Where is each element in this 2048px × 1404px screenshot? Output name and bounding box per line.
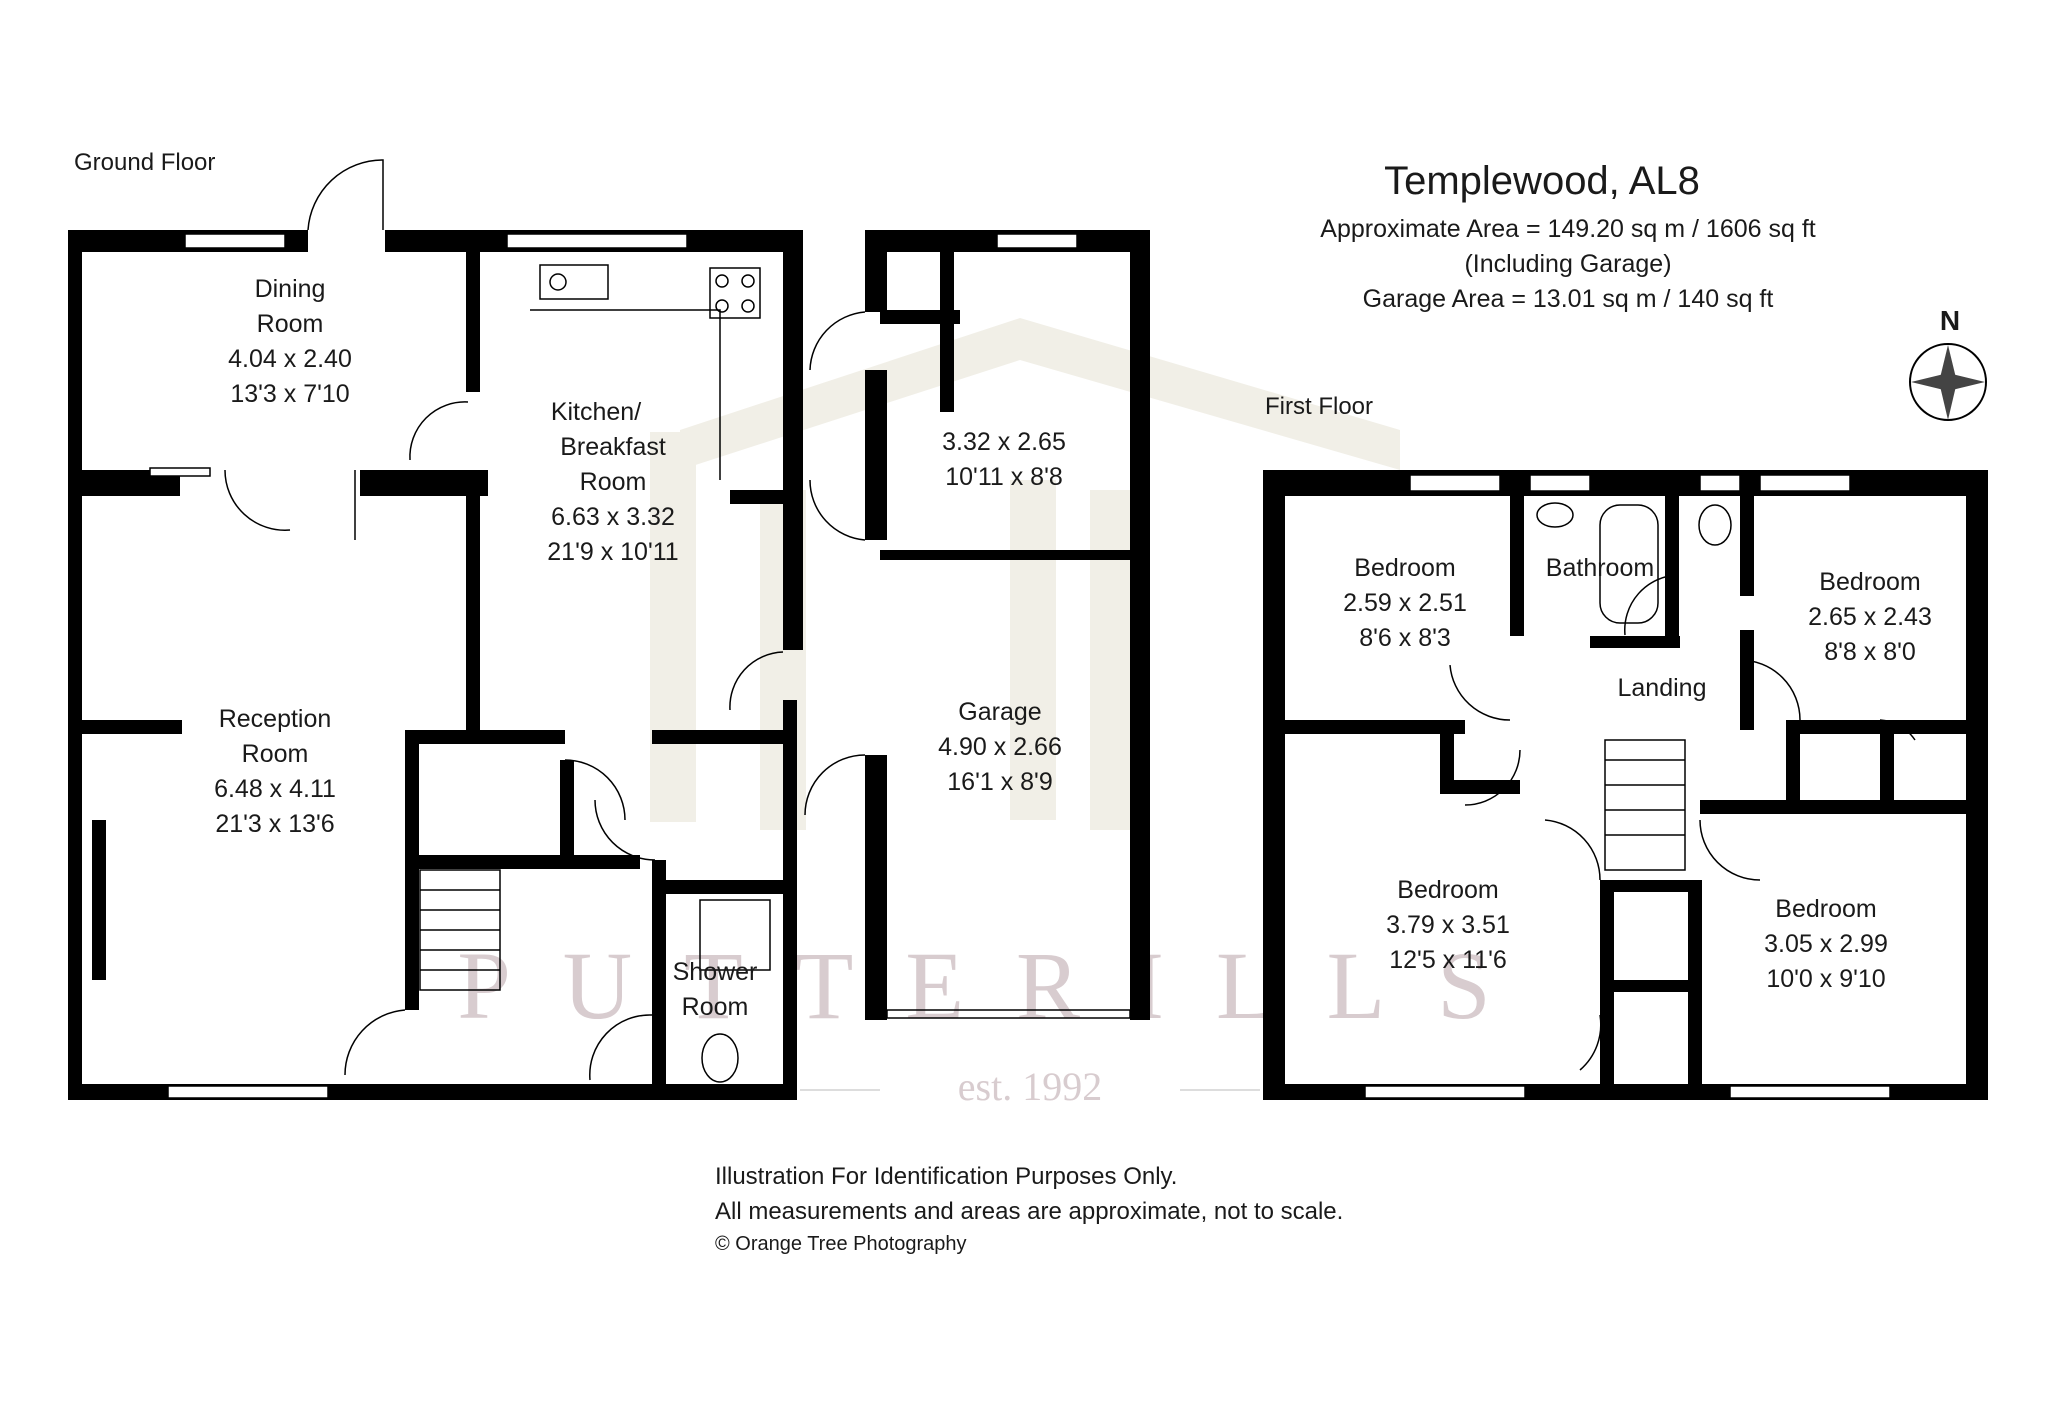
room-garage: Garage 4.90 x 2.66 16'1 x 8'9 <box>938 698 1062 796</box>
room-name: Shower <box>673 958 758 986</box>
garage-area: Garage Area = 13.01 sq m / 140 sq ft <box>1363 285 1774 313</box>
watermark-est: est. 1992 <box>958 1064 1102 1109</box>
room-name: Dining <box>255 275 326 303</box>
room-size-metric: 2.59 x 2.51 <box>1343 589 1467 617</box>
room-reception: Reception Room 6.48 x 4.11 21'3 x 13'6 <box>214 705 336 838</box>
room-size-imperial: 21'9 x 10'11 <box>547 538 678 566</box>
room-name: Breakfast <box>560 433 666 461</box>
toilet-icon <box>701 1033 739 1083</box>
room-bedroom-ne: Bedroom 2.65 x 2.43 8'8 x 8'0 <box>1808 568 1932 666</box>
room-size-imperial: 21'3 x 13'6 <box>215 810 334 838</box>
room-name: Bedroom <box>1775 895 1876 923</box>
room-name: Kitchen/ <box>551 398 641 426</box>
room-kitchen: Kitchen/ Breakfast Room 6.63 x 3.32 21'9… <box>547 398 678 566</box>
toilet-icon <box>1698 504 1732 546</box>
room-name: Room <box>242 740 309 768</box>
first-floor-label: First Floor <box>1265 393 1373 420</box>
room-landing: Landing <box>1618 674 1707 702</box>
approximate-area: Approximate Area = 149.20 sq m / 1606 sq… <box>1320 215 1815 243</box>
sink-icon <box>539 264 609 300</box>
room-name: Landing <box>1618 674 1707 702</box>
room-size-metric: 2.65 x 2.43 <box>1808 603 1932 631</box>
first-floor-stairwell <box>1604 739 1686 871</box>
room-name: Room <box>580 468 647 496</box>
room-size-metric: 6.48 x 4.11 <box>214 775 336 803</box>
room-bathroom: Bathroom <box>1546 554 1654 582</box>
room-name: Bathroom <box>1546 554 1654 582</box>
room-name: Room <box>257 310 324 338</box>
watermark-brand: PUTTERILLS <box>457 932 1542 1039</box>
room-size-imperial: 10'0 x 9'10 <box>1766 965 1885 993</box>
hob-icon <box>709 267 761 319</box>
room-size-metric: 3.32 x 2.65 <box>942 428 1066 456</box>
bathtub-icon <box>1599 504 1659 624</box>
staircase <box>419 869 501 991</box>
disclaimer-line-2: All measurements and areas are approxima… <box>715 1198 1343 1225</box>
room-bedroom-nw: Bedroom 2.59 x 2.51 8'6 x 8'3 <box>1343 554 1467 652</box>
room-bedroom-sw: Bedroom 3.79 x 3.51 12'5 x 11'6 <box>1386 876 1510 974</box>
room-size-imperial: 13'3 x 7'10 <box>230 380 349 408</box>
shower-tray-icon <box>699 899 771 971</box>
room-name: Bedroom <box>1819 568 1920 596</box>
room-name: Bedroom <box>1354 554 1455 582</box>
room-bedroom-se: Bedroom 3.05 x 2.99 10'0 x 9'10 <box>1764 895 1888 993</box>
north-compass: N <box>1909 305 1987 421</box>
north-label: N <box>1940 305 1960 336</box>
room-size-metric: 4.04 x 2.40 <box>228 345 352 373</box>
ground-floor-plan <box>68 159 803 1100</box>
room-shower: Shower Room <box>673 958 758 1021</box>
room-size-metric: 3.79 x 3.51 <box>1386 911 1510 939</box>
basin-icon <box>1536 502 1574 528</box>
property-title: Templewood, AL8 <box>1384 159 1700 203</box>
room-size-metric: 6.63 x 3.32 <box>551 503 675 531</box>
first-floor-plan <box>1263 470 1988 1100</box>
ground-floor-label: Ground Floor <box>74 149 215 176</box>
room-size-metric: 3.05 x 2.99 <box>1764 930 1888 958</box>
room-name: Bedroom <box>1397 876 1498 904</box>
room-utility: 3.32 x 2.65 10'11 x 8'8 <box>942 428 1066 491</box>
disclaimer-line-1: Illustration For Identification Purposes… <box>715 1163 1177 1190</box>
room-size-imperial: 10'11 x 8'8 <box>945 463 1063 491</box>
room-dining: Dining Room 4.04 x 2.40 13'3 x 7'10 <box>228 275 352 408</box>
room-size-imperial: 8'8 x 8'0 <box>1824 638 1916 666</box>
room-size-imperial: 16'1 x 8'9 <box>947 768 1052 796</box>
room-size-imperial: 8'6 x 8'3 <box>1359 624 1451 652</box>
room-size-imperial: 12'5 x 11'6 <box>1389 946 1507 974</box>
room-name: Reception <box>219 705 332 733</box>
area-note: (Including Garage) <box>1464 250 1671 278</box>
room-size-metric: 4.90 x 2.66 <box>938 733 1062 761</box>
room-name: Garage <box>958 698 1041 726</box>
copyright: © Orange Tree Photography <box>715 1233 967 1255</box>
garage-plan <box>804 230 1150 1020</box>
room-name: Room <box>682 993 749 1021</box>
